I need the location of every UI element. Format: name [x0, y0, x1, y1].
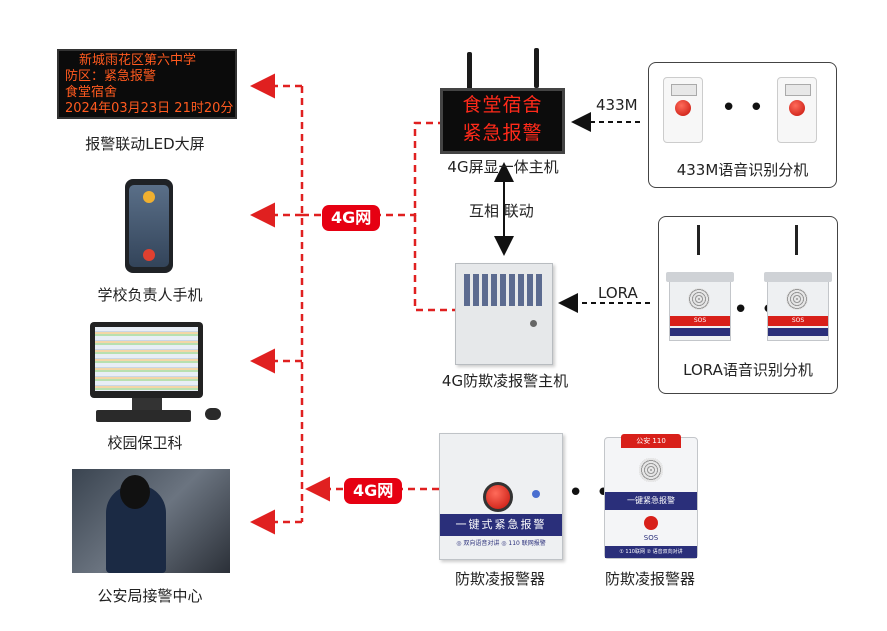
police-label: 公安局接警中心 — [97, 587, 203, 605]
antenna-left — [467, 52, 472, 92]
keyboard-icon — [96, 410, 191, 422]
monitor-label: 校园保卫科 — [107, 434, 183, 452]
alarm-box-label: 防欺凌报警器 — [454, 570, 545, 588]
alarm-box-band: 一键式紧急报警 — [440, 514, 562, 536]
sos-alarm-label: 防欺凌报警器 — [604, 570, 695, 588]
lora-unit-1: SOS — [666, 272, 734, 341]
lora-unit-2: SOS — [764, 272, 832, 341]
alarm-box-sub: ◎ 双向语音对讲 ◎ 110 联网报警 — [456, 540, 546, 547]
lora-antenna-2 — [795, 225, 798, 255]
host-line-2: 紧急报警 — [462, 122, 543, 144]
group-lora: SOS • • • SOS LORA语音识别分机 — [658, 216, 838, 394]
led-line-1: 新城雨花区第六中学 — [79, 53, 197, 68]
led-screen-label: 报警联动LED大屏 — [85, 135, 205, 153]
link-label: 互相 联动 — [469, 202, 534, 220]
phone-icon — [125, 179, 173, 273]
alarm-box: 一键式紧急报警 ◎ 双向语音对讲 ◎ 110 联网报警 — [439, 433, 563, 560]
lora-antenna-1 — [697, 225, 700, 255]
unit-433m-1 — [663, 77, 703, 143]
host-line-1: 食堂宿舍 — [462, 94, 543, 116]
group-433m-label: 433M语音识别分机 — [676, 161, 809, 179]
mouse-icon — [205, 408, 221, 420]
net-badge-bottom: 4G网 — [344, 478, 403, 504]
sos-foot: ① 110联网 ② 语音双向对讲 — [605, 546, 697, 558]
unit-433m-2 — [777, 77, 817, 143]
police-photo — [72, 469, 230, 573]
led-screen: 新城雨花区第六中学 防区：紧急报警 食堂宿舍 2024年03月23日 21时20… — [57, 49, 237, 119]
host-4g-label: 4G屏显一体主机 — [447, 158, 559, 176]
led-line-4: 2024年03月23日 21时20分 — [65, 101, 234, 116]
alarm-button-icon — [483, 482, 513, 512]
net-badge-top: 4G网 — [322, 205, 381, 231]
sos-band: 一键紧急报警 — [605, 492, 697, 510]
group-433m: • • • 433M语音识别分机 — [648, 62, 837, 188]
sos-top-text: 公安 110 — [621, 434, 681, 448]
cabinet-host — [455, 263, 553, 365]
sos-text: SOS — [643, 534, 659, 542]
antenna-right — [534, 48, 539, 88]
sos-button-icon — [644, 516, 658, 530]
link-label-433m: 433M — [596, 96, 638, 114]
led-line-3: 食堂宿舍 — [65, 85, 118, 100]
led-line-2: 防区：紧急报警 — [65, 69, 157, 84]
sos-alarm: 公安 110 一键紧急报警 SOS ① 110联网 ② 语音双向对讲 — [604, 434, 698, 559]
group-lora-label: LORA语音识别分机 — [683, 361, 813, 379]
monitor-icon — [90, 322, 203, 398]
link-label-lora: LORA — [598, 284, 638, 302]
cabinet-host-label: 4G防欺凌报警主机 — [441, 372, 569, 390]
speaker-icon — [639, 458, 663, 482]
monitor-stand — [132, 398, 162, 412]
host-4g-display: 食堂宿舍 紧急报警 — [440, 88, 565, 154]
phone-label: 学校负责人手机 — [97, 286, 203, 304]
